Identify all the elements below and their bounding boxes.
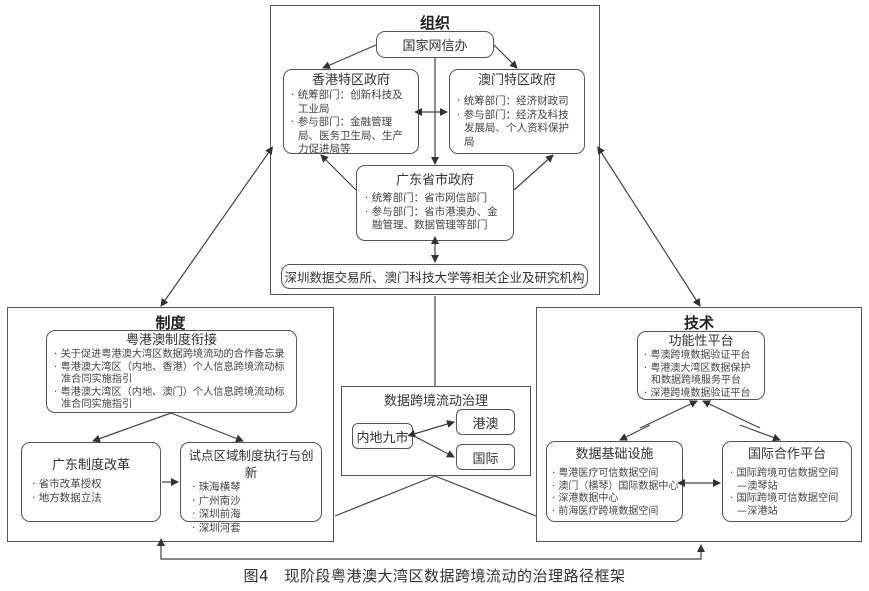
- pilot-title: 试点区域制度执行与创新: [188, 448, 314, 480]
- organization-title: 组织: [419, 14, 450, 32]
- hkmo-label: 港澳: [472, 416, 499, 432]
- functional-platform-box: 功能性平台 粤澳跨境数据验证平台 粤港澳大湾区数据保护和数据跨境服务平台 深港跨…: [637, 331, 765, 400]
- list-item: 深港数据中心: [550, 493, 679, 506]
- arrow-bottom-loop: [157, 538, 705, 560]
- functional-platform-title: 功能性平台: [668, 334, 734, 349]
- intl-platform-items: 国际跨境可信数据空间—澳琴站 国际跨境可信数据空间—深港站: [728, 468, 846, 518]
- list-item: 参与部门：经济及科技发展局、个人资料保护局: [455, 109, 579, 150]
- list-item: 关于促进粤港澳大湾区数据跨境流动的合作备忘录: [52, 349, 291, 362]
- gd-reform-title: 广东制度改革: [51, 458, 130, 473]
- list-item: 前海医疗跨境数据空间: [550, 506, 679, 519]
- list-item: 参与部门：省市港澳办、金融管理、数据管理等部门: [363, 206, 507, 233]
- intl-box: 国际: [456, 444, 515, 470]
- list-item: 澳门（横琴）国际数据中心: [550, 481, 679, 494]
- macau-gov-items: 统筹部门：经济财政司 参与部门：经济及科技发展局、个人资料保护局: [455, 95, 579, 149]
- list-item: 粤港澳大湾区（内地、澳门）个人信息跨境流动标准合同实施指引: [52, 387, 291, 412]
- intl-platform-box: 国际合作平台 国际跨境可信数据空间—澳琴站 国际跨境可信数据空间—深港站: [722, 441, 852, 522]
- data-infra-items: 粤港医疗可信数据空间 澳门（横琴）国际数据中心 深港数据中心 前海医疗跨境数据空…: [550, 468, 679, 518]
- mainland-box: 内地九市: [352, 423, 413, 449]
- cac-box: 国家网信办: [376, 31, 494, 58]
- hk-gov-items: 统筹部门：创新科技及工业局 参与部门：金融管理局、医务卫生局、生产力促进局等: [289, 89, 413, 157]
- list-item: 广州南沙: [190, 495, 318, 509]
- list-item: 国际跨境可信数据空间—深港站: [728, 493, 846, 518]
- list-item: 地方数据立法: [30, 492, 152, 506]
- intl-platform-title: 国际合作平台: [747, 447, 826, 462]
- list-item: 粤港医疗可信数据空间: [550, 468, 679, 481]
- list-item: 珠海横琴: [190, 481, 318, 495]
- gd-reform-items: 省市改革授权 地方数据立法: [30, 478, 152, 505]
- gd-gov-title: 广东省市政府: [395, 173, 474, 188]
- list-item: 深圳前海: [190, 508, 318, 522]
- linkage-items: 关于促进粤港澳大湾区数据跨境流动的合作备忘录 粤港澳大湾区（内地、香港）个人信息…: [52, 349, 291, 412]
- linkage-box: 粤港澳制度衔接 关于促进粤港澳大湾区数据跨境流动的合作备忘录 粤港澳大湾区（内地…: [46, 330, 297, 413]
- mainland-label: 内地九市: [356, 430, 409, 446]
- figure-caption: 图4 现阶段粤港澳大湾区数据跨境流动的治理路径框架: [243, 567, 626, 585]
- macau-gov-box: 澳门特区政府 统筹部门：经济财政司 参与部门：经济及科技发展局、个人资料保护局: [449, 69, 585, 154]
- cac-label: 国家网信办: [402, 39, 468, 54]
- list-item: 深圳河套: [190, 522, 318, 536]
- intl-label: 国际: [472, 451, 499, 467]
- technology-title: 技术: [683, 314, 714, 332]
- governance-title: 数据跨境流动治理: [383, 394, 488, 409]
- list-item: 省市改革授权: [30, 478, 152, 492]
- pilot-box: 试点区域制度执行与创新 珠海横琴 广州南沙 深圳前海 深圳河套: [180, 442, 322, 534]
- line-governance-system: [334, 475, 436, 517]
- list-item: 粤港澳大湾区（内地、香港）个人信息跨境流动标准合同实施指引: [52, 362, 291, 387]
- system-title: 制度: [155, 314, 186, 332]
- functional-platform-items: 粤澳跨境数据验证平台 粤港澳大湾区数据保护和数据跨境服务平台 深港跨境数据验证平…: [642, 350, 760, 400]
- list-item: 统筹部门：省市网信部门: [363, 192, 507, 206]
- hkmo-box: 港澳: [456, 409, 515, 435]
- linkage-title: 粤港澳制度衔接: [125, 333, 217, 348]
- institutions-label: 深圳数据交易所、澳门科技大学等相关企业及研究机构: [284, 270, 585, 285]
- pilot-items: 珠海横琴 广州南沙 深圳前海 深圳河套: [184, 481, 318, 535]
- gd-gov-items: 统筹部门：省市网信部门 参与部门：省市港澳办、金融管理、数据管理等部门: [363, 192, 507, 233]
- list-item: 统筹部门：经济财政司: [455, 95, 579, 109]
- hk-gov-box: 香港特区政府 统筹部门：创新科技及工业局 参与部门：金融管理局、医务卫生局、生产…: [283, 69, 419, 157]
- list-item: 参与部门：金融管理局、医务卫生局、生产力促进局等: [289, 116, 413, 157]
- list-item: 统筹部门：创新科技及工业局: [289, 89, 413, 116]
- institutions-box: 深圳数据交易所、澳门科技大学等相关企业及研究机构: [281, 264, 588, 289]
- arrow-org-technology: [597, 146, 701, 307]
- macau-gov-title: 澳门特区政府: [477, 73, 556, 88]
- list-item: 国际跨境可信数据空间—澳琴站: [728, 468, 846, 493]
- gd-reform-box: 广东制度改革 省市改革授权 地方数据立法: [21, 442, 161, 522]
- list-item: 粤港澳大湾区数据保护和数据跨境服务平台: [642, 363, 760, 388]
- line-governance-technology: [434, 475, 537, 517]
- hk-gov-title: 香港特区政府: [311, 73, 390, 88]
- list-item: 深港跨境数据验证平台: [642, 388, 760, 401]
- data-infra-title: 数据基础设施: [575, 447, 654, 462]
- gd-gov-box: 广东省市政府 统筹部门：省市网信部门 参与部门：省市港澳办、金融管理、数据管理等…: [356, 165, 514, 241]
- data-infra-box: 数据基础设施 粤港医疗可信数据空间 澳门（横琴）国际数据中心 深港数据中心 前海…: [546, 441, 683, 522]
- list-item: 粤澳跨境数据验证平台: [642, 350, 760, 363]
- arrow-org-system: [160, 146, 274, 307]
